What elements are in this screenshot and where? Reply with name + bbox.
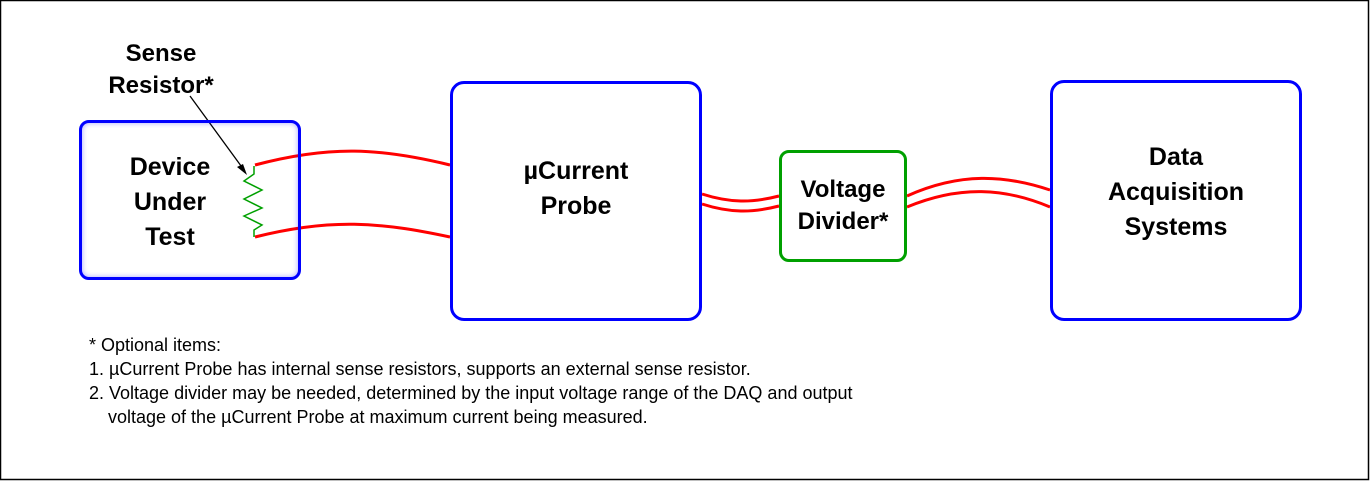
device-under-test-label: Device Under Test [129,153,211,251]
data-acquisition-box: Data Acquisition Systems [1050,80,1302,321]
device-under-test-box: Device Under Test [79,120,301,280]
notes-item-1: 1. µCurrent Probe has internal sense res… [89,359,751,379]
sense-resistor-label: Sense Resistor* [108,40,214,99]
wire-dut-probe-bottom [254,222,451,239]
sense-resistor-arrowhead [237,164,247,175]
voltage-divider-box: Voltage Divider* [779,150,907,262]
wire-divider-daq-bottom [906,190,1051,209]
ucurrent-probe-box: µCurrent Probe [450,81,702,321]
wire-probe-divider-top [701,192,780,203]
notes-item-2-line-2: voltage of the µCurrent Probe at maximum… [108,407,648,427]
data-acquisition-label: Data Acquisition Systems [1107,143,1245,241]
ucurrent-probe-label: µCurrent Probe [523,157,629,220]
sense-resistor-zigzag [242,166,264,237]
wire-divider-daq-top [906,176,1051,198]
wire-probe-divider-bottom [701,202,780,213]
voltage-divider-label: Voltage Divider* [797,176,889,235]
notes-item-2-line-1: 2. Voltage divider may be needed, determ… [89,383,853,403]
sense-resistor-leader [189,95,245,171]
wire-dut-probe-top [254,149,451,167]
notes-heading: * Optional items: [89,335,222,355]
optional-items-notes: * Optional items: 1. µCurrent Probe has … [89,333,853,429]
